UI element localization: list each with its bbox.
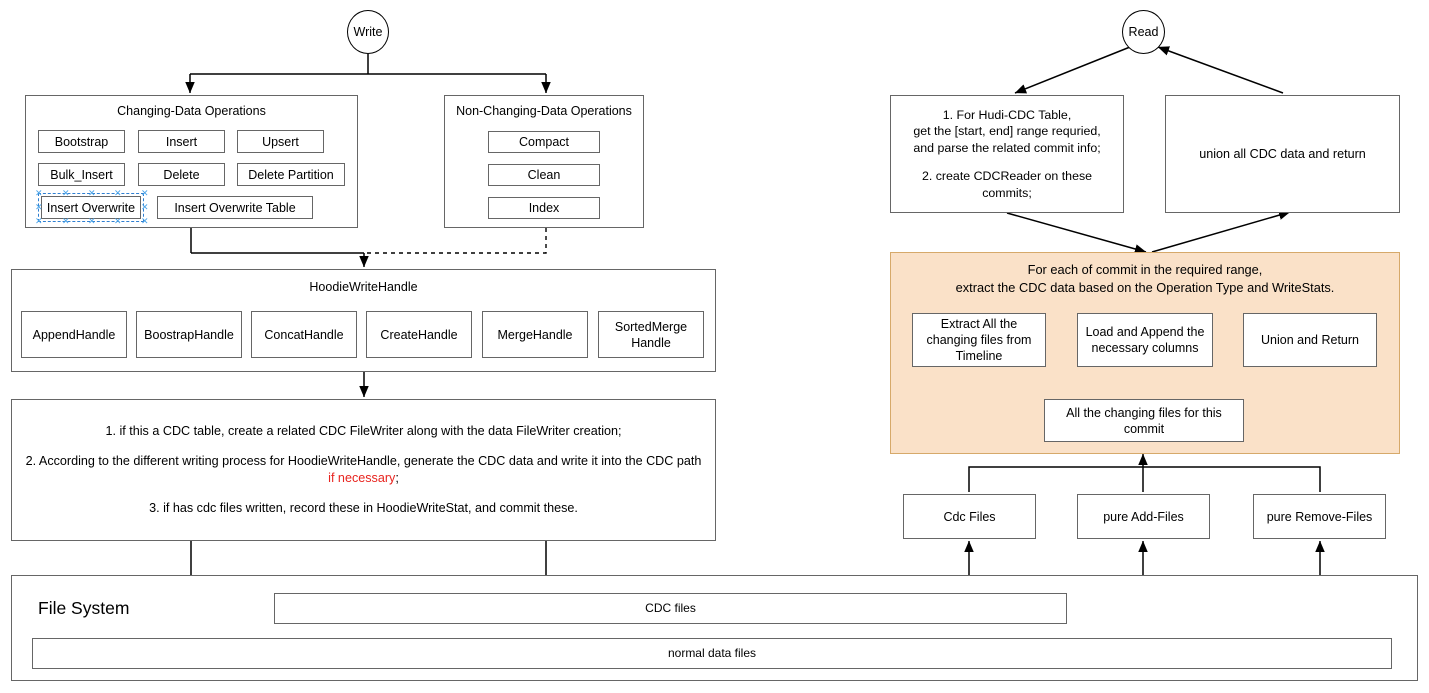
selection-handle-n2[interactable]: ✕ [62, 188, 70, 198]
op-insert-overwrite[interactable]: Insert Overwrite [41, 196, 141, 219]
selection-handle-sw[interactable]: ✕ [35, 216, 43, 226]
extract-cdc-caption-line-2: extract the CDC data based on the Operat… [955, 279, 1335, 295]
read-prepare-line-3: and parse the related commit info; [913, 141, 1101, 156]
source-cdc-files[interactable]: Cdc Files [903, 494, 1036, 539]
write-start-label: Write [353, 25, 383, 39]
read-prepare-line-1: 1. For Hudi-CDC Table, [942, 107, 1072, 122]
extract-step-load-append[interactable]: Load and Append the necessary columns [1077, 313, 1213, 367]
selection-handle-n[interactable]: ✕ [88, 188, 96, 198]
cdc-files-store[interactable]: CDC files [274, 593, 1067, 624]
read-start-label: Read [1128, 25, 1159, 39]
handle-merge[interactable]: MergeHandle [482, 311, 588, 358]
read-union-box[interactable]: union all CDC data and return [1165, 95, 1400, 213]
selection-handle-n3[interactable]: ✕ [114, 188, 122, 198]
cdc-step-3: 3. if has cdc files written, record thes… [149, 501, 578, 515]
op-upsert[interactable]: Upsert [237, 130, 324, 153]
op-bulk-insert[interactable]: Bulk_Insert [38, 163, 125, 186]
op-insert-overwrite-table[interactable]: Insert Overwrite Table [157, 196, 313, 219]
selection-handle-ne[interactable]: ✕ [141, 188, 149, 198]
read-prepare-line-5: commits; [982, 185, 1032, 200]
handle-sorted-merge[interactable]: SortedMerge Handle [598, 311, 704, 358]
read-prepare-box[interactable]: 1. For Hudi-CDC Table, get the [start, e… [890, 95, 1124, 213]
selection-handle-nw[interactable]: ✕ [35, 188, 43, 198]
handle-create[interactable]: CreateHandle [366, 311, 472, 358]
read-prepare-line-4: 2. create CDCReader on these [921, 168, 1093, 183]
op-delete[interactable]: Delete [138, 163, 225, 186]
hoodie-write-handle-title: HoodieWriteHandle [309, 280, 418, 294]
extract-cdc-caption: For each of commit in the required range… [890, 261, 1400, 296]
op-delete-partition[interactable]: Delete Partition [237, 163, 345, 186]
read-start-node[interactable]: Read [1122, 10, 1165, 54]
source-pure-add-files[interactable]: pure Add-Files [1077, 494, 1210, 539]
file-system-label: File System [38, 598, 130, 618]
cdc-step-2-highlight: if necessary [328, 471, 396, 485]
extract-source-changing-files[interactable]: All the changing files for this commit [1044, 399, 1244, 442]
extract-step-timeline[interactable]: Extract All the changing files from Time… [912, 313, 1046, 367]
selection-handle-s3[interactable]: ✕ [114, 216, 122, 226]
cdc-step-2-pre: 2. According to the different writing pr… [25, 454, 702, 468]
selection-handle-s[interactable]: ✕ [88, 216, 96, 226]
cdc-step-1: 1. if this a CDC table, create a related… [105, 424, 622, 438]
extract-step-union-return[interactable]: Union and Return [1243, 313, 1377, 367]
changing-data-operations-title: Changing-Data Operations [117, 104, 266, 118]
cdc-write-steps-box: 1. if this a CDC table, create a related… [11, 399, 716, 541]
op-clean[interactable]: Clean [488, 164, 600, 186]
op-insert[interactable]: Insert [138, 130, 225, 153]
handle-append[interactable]: AppendHandle [21, 311, 127, 358]
read-prepare-line-2: get the [start, end] range requried, [913, 124, 1101, 139]
op-bootstrap[interactable]: Bootstrap [38, 130, 125, 153]
cdc-step-2-post: ; [395, 471, 399, 485]
source-pure-remove-files[interactable]: pure Remove-Files [1253, 494, 1386, 539]
non-changing-data-operations-title: Non-Changing-Data Operations [456, 104, 632, 118]
cdc-step-2: 2. According to the different writing pr… [22, 453, 705, 487]
op-index[interactable]: Index [488, 197, 600, 219]
extract-cdc-caption-line-1: For each of commit in the required range… [1027, 262, 1263, 277]
selection-handle-se[interactable]: ✕ [141, 216, 149, 226]
selection-handle-s2[interactable]: ✕ [62, 216, 70, 226]
selection-handle-w[interactable]: ✕ [35, 202, 43, 212]
normal-data-files-store[interactable]: normal data files [32, 638, 1392, 669]
handle-concat[interactable]: ConcatHandle [251, 311, 357, 358]
op-compact[interactable]: Compact [488, 131, 600, 153]
handle-boostrap[interactable]: BoostrapHandle [136, 311, 242, 358]
selection-handle-e[interactable]: ✕ [141, 202, 149, 212]
write-start-node[interactable]: Write [347, 10, 389, 54]
